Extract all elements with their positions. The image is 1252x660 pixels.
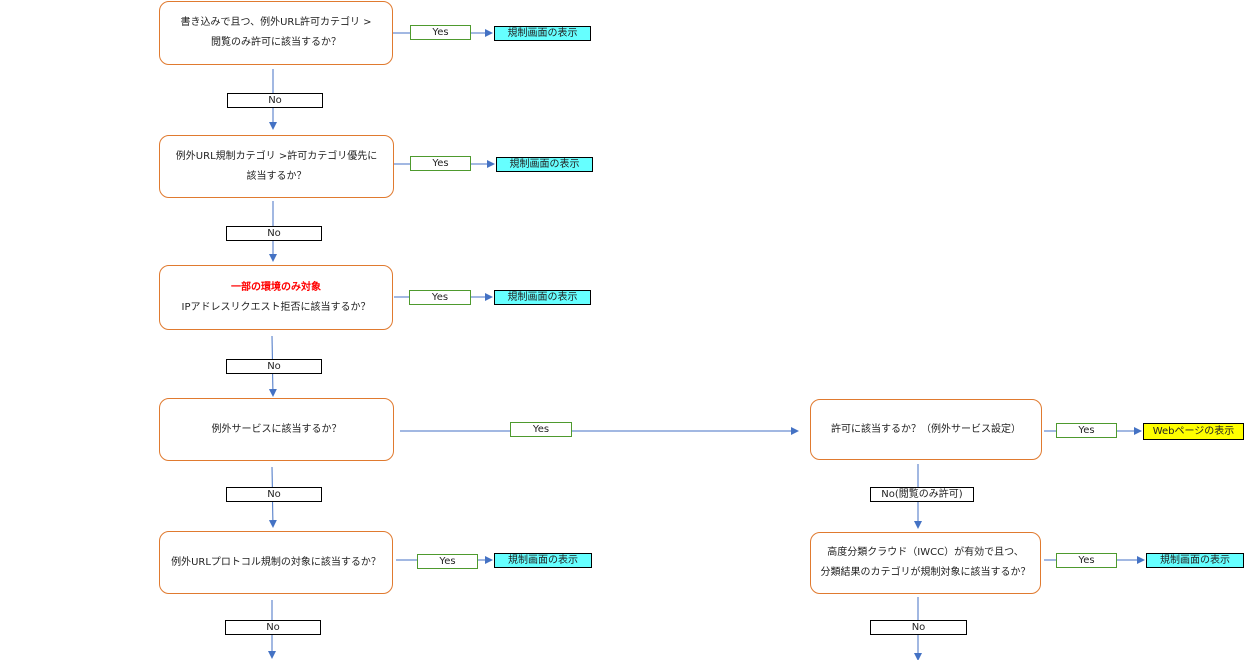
- yes-label: Yes: [410, 25, 471, 40]
- yes-label: Yes: [410, 156, 471, 171]
- yes-label: Yes: [1056, 423, 1117, 438]
- decision-ip-address-request-deny: 一部の環境のみ対象 IPアドレスリクエスト拒否に該当するか？: [159, 265, 393, 330]
- result-block-page: 規制画面の表示: [1146, 553, 1244, 568]
- decision-exception-service: 例外サービスに該当するか？: [159, 398, 394, 461]
- result-web-page: Webページの表示: [1143, 423, 1244, 440]
- result-block-page: 規制画面の表示: [494, 290, 591, 305]
- environment-note: 一部の環境のみ対象: [231, 281, 321, 293]
- node-text-line2: 分類結果のカテゴリが規制対象に該当するか？: [820, 567, 1031, 578]
- decision-exception-url-block-category-priority: 例外URL規制カテゴリ >許可カテゴリ優先に 該当するか？: [159, 135, 394, 198]
- no-label: No: [226, 226, 322, 241]
- no-label: No: [227, 93, 323, 108]
- node-text-line2: 閲覧のみ許可に該当するか？: [211, 37, 341, 48]
- node-text-line1: 例外URL規制カテゴリ >許可カテゴリ優先に: [175, 150, 378, 162]
- no-label: No: [226, 487, 322, 502]
- yes-label: Yes: [409, 290, 471, 305]
- result-block-page: 規制画面の表示: [494, 553, 592, 568]
- no-label: No: [225, 620, 321, 635]
- node-text-line1: 高度分類クラウド（IWCC）が有効で且つ、: [827, 547, 1024, 558]
- node-text-line1: 書き込みで且つ、例外URL許可カテゴリ >: [180, 17, 372, 28]
- yes-label: Yes: [1056, 553, 1117, 568]
- decision-exception-url-protocol-block: 例外URLプロトコル規制の対象に該当するか？: [159, 531, 393, 594]
- no-label: No: [870, 620, 967, 635]
- node-text-line1: 例外URLプロトコル規制の対象に該当するか？: [171, 556, 381, 568]
- node-text-line1: 例外サービスに該当するか？: [211, 423, 342, 435]
- yes-label: Yes: [510, 422, 572, 437]
- node-text-line1: 許可に該当するか？（例外サービス設定）: [831, 423, 1021, 435]
- result-block-page: 規制画面の表示: [496, 157, 593, 172]
- no-label: No: [226, 359, 322, 374]
- no-view-only-label: No(閲覧のみ許可): [870, 487, 974, 502]
- decision-iwcc-category-block: 高度分類クラウド（IWCC）が有効で且つ、 分類結果のカテゴリが規制対象に該当す…: [810, 532, 1041, 594]
- decision-exception-service-allow: 許可に該当するか？（例外サービス設定）: [810, 399, 1042, 460]
- node-text-line2: 該当するか？: [246, 170, 307, 182]
- result-block-page: 規制画面の表示: [494, 26, 591, 41]
- decision-write-exception-url-view-only: 書き込みで且つ、例外URL許可カテゴリ > 閲覧のみ許可に該当するか？: [159, 1, 393, 65]
- node-text-line1: IPアドレスリクエスト拒否に該当するか？: [181, 301, 371, 313]
- yes-label: Yes: [417, 554, 478, 569]
